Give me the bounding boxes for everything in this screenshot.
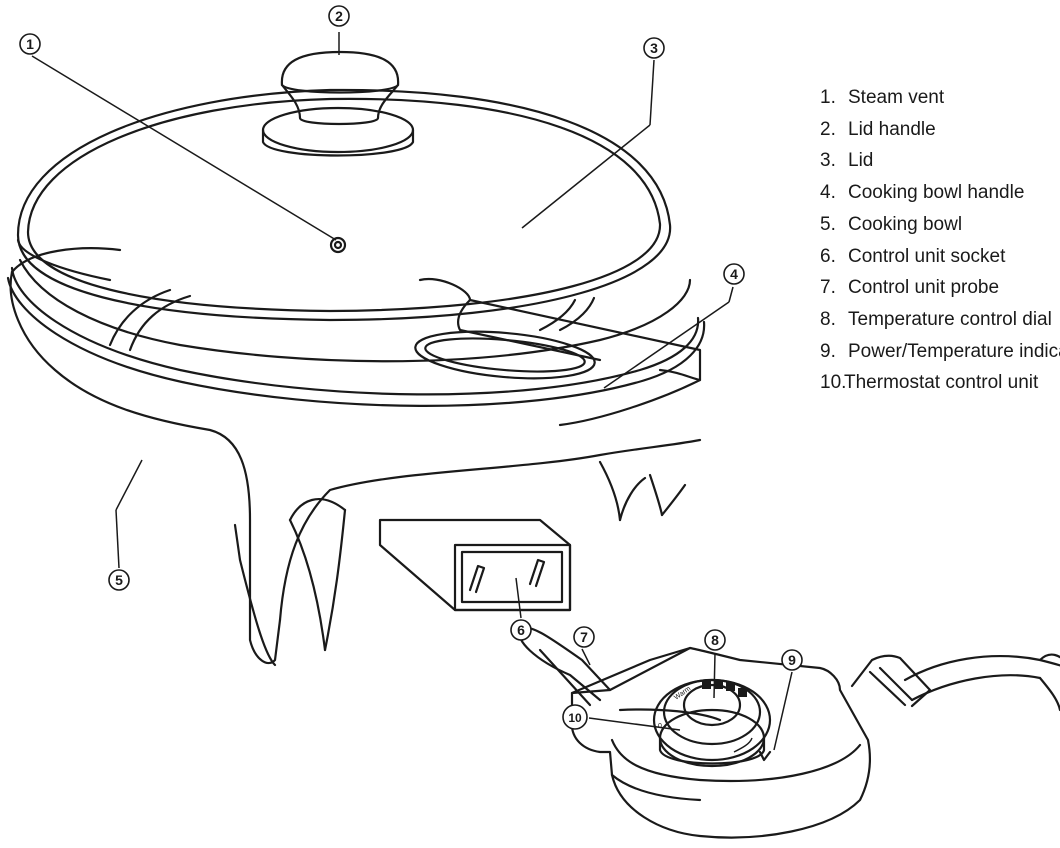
legend-number: 1.	[820, 87, 836, 108]
legend-item: 9. Power/Temperature indicator light	[820, 336, 1060, 368]
legend-number: 4.	[820, 182, 836, 204]
legend-number: 2.	[820, 118, 836, 140]
legend-label: Lid	[848, 150, 874, 172]
control-unit-socket	[378, 518, 572, 612]
cooking-bowl	[6, 247, 706, 667]
legend-item: 8. Temperature control dial	[820, 304, 1060, 336]
legend-number: 6.	[820, 245, 836, 267]
dial-scale-marks	[702, 680, 747, 697]
legend-label: Steam vent	[848, 87, 945, 108]
control-unit-probe	[518, 626, 612, 707]
legend-label: Control unit socket	[848, 245, 1006, 267]
callout-6: 6	[510, 619, 532, 641]
legend-item: 6. Control unit socket	[820, 241, 1060, 273]
callout-1-number: 1	[26, 36, 34, 52]
callout-10-number: 10	[568, 711, 582, 725]
legend-number: 7.	[820, 277, 836, 299]
legend-label: Control unit probe	[848, 277, 1000, 299]
steam-vent	[329, 236, 347, 254]
legend-number: 8.	[820, 308, 836, 330]
callout-4: 4	[723, 263, 745, 285]
callout-3: 3	[643, 37, 665, 59]
callout-9-number: 9	[788, 652, 796, 668]
lid	[16, 88, 672, 322]
dial-off-mark: 0	[658, 723, 662, 730]
callout-6-number: 6	[517, 622, 525, 638]
callout-5-number: 5	[115, 572, 123, 588]
legend-number: 10.	[820, 372, 847, 394]
legend-label: Cooking bowl	[848, 213, 963, 235]
legend-number: 3.	[820, 150, 836, 172]
legend-label: Temperature control dial	[848, 308, 1052, 330]
leader-lines	[31, 32, 793, 751]
callout-7-number: 7	[580, 629, 588, 645]
callout-4-number: 4	[730, 266, 738, 282]
legend-label: Lid handle	[848, 118, 936, 140]
parts-legend: 1. Steam vent 2. Lid handle 3. Lid 4. Cookin…	[820, 82, 1060, 399]
legend-label: Power/Temperature indicator light	[848, 340, 1060, 362]
callout-3-number: 3	[650, 40, 658, 56]
legend-item: 1. Steam vent	[820, 82, 1060, 114]
callout-8: 8	[704, 629, 726, 651]
cooking-bowl-handle	[414, 277, 702, 427]
thermostat-control-unit	[570, 646, 1060, 839]
legend-item: 3. Lid	[820, 145, 1060, 177]
legend-number: 9.	[820, 340, 836, 362]
callout-7: 7	[573, 626, 595, 648]
legend-item: 2. Lid handle	[820, 114, 1060, 146]
lid-handle	[261, 50, 415, 157]
callout-10: 10	[562, 704, 588, 730]
callout-1: 1	[19, 33, 41, 55]
callout-2: 2	[328, 5, 350, 27]
legend-item: 10.Thermostat control unit	[820, 367, 1060, 399]
callout-2-number: 2	[335, 8, 343, 24]
callout-9: 9	[781, 649, 803, 671]
legend-label: Cooking bowl handle	[848, 182, 1025, 204]
legend-item: 5. Cooking bowl	[820, 209, 1060, 241]
legend-label: Thermostat control unit	[844, 372, 1039, 394]
callout-8-number: 8	[711, 632, 719, 648]
callout-5: 5	[108, 569, 130, 591]
legend-item: 7. Control unit probe	[820, 272, 1060, 304]
legend-number: 5.	[820, 213, 836, 235]
temperature-control-dial: Warm 0	[652, 678, 772, 768]
legend-item: 4. Cooking bowl handle	[820, 177, 1060, 209]
